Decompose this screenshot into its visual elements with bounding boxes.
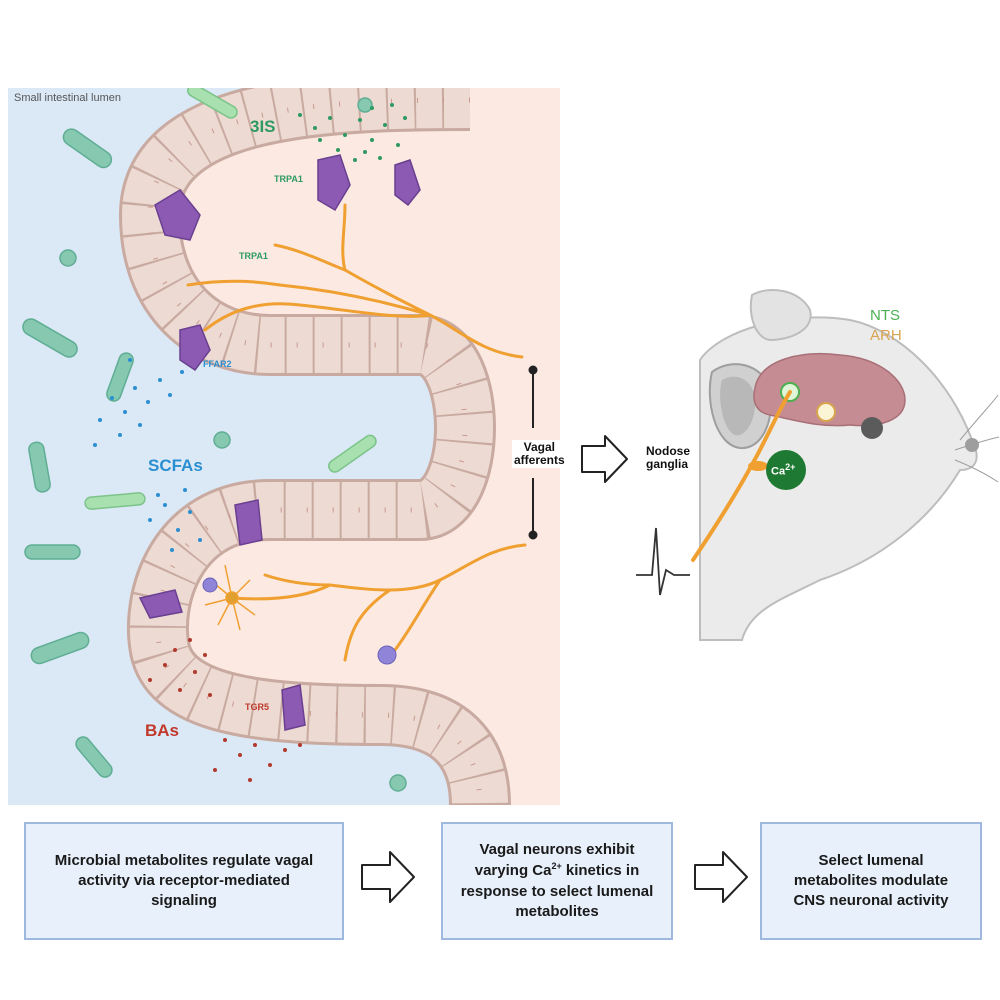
nodose-ganglion <box>748 461 768 471</box>
summary-box-2-text: Vagal neurons exhibit varying Ca2+ kinet… <box>460 841 654 920</box>
lumen-label: Small intestinal lumen <box>14 92 121 104</box>
arh-label: ARH <box>870 327 902 344</box>
summary-box-1: Microbial metabolites regulate vagal act… <box>24 822 344 940</box>
vagal-afferents-label: Vagal afferents <box>512 440 567 469</box>
summary-box-3-text: Select lumenal metabolites modulate CNS … <box>793 851 949 910</box>
nodose-ganglia-label: Nodose ganglia <box>646 444 691 472</box>
bas-label: BAs <box>145 721 180 740</box>
action-potential-trace <box>636 527 690 596</box>
bacteria <box>22 88 407 792</box>
summary-box-2: Vagal neurons exhibit varying Ca2+ kinet… <box>441 822 673 940</box>
mouse-head <box>691 289 1000 641</box>
trpa1-label-top: TRPA1 <box>274 174 303 184</box>
vagal-nerve-fibers <box>186 203 527 662</box>
summary-box-3: Select lumenal metabolites modulate CNS … <box>760 822 982 940</box>
ca-indicator <box>766 450 806 490</box>
enteroendocrine-cells <box>138 154 421 731</box>
ca-label: Ca2+ <box>771 462 796 478</box>
enteric-neuron <box>204 564 256 631</box>
scfas-label: SCFAs <box>148 456 203 475</box>
hollow-arrows <box>361 435 748 903</box>
three-is-dots <box>298 103 407 162</box>
ffar2-label: FFAR2 <box>203 359 232 369</box>
summary-box-1-text: Microbial metabolites regulate vagal act… <box>54 851 314 910</box>
tgr5-label: TGR5 <box>245 702 270 712</box>
ba-dots <box>148 638 302 782</box>
scfa-dots <box>93 358 202 552</box>
trpa1-label-mid: TRPA1 <box>239 251 268 261</box>
vagal-afferents-bracket <box>528 365 538 540</box>
nts-label: NTS <box>870 307 900 324</box>
arh-marker <box>816 402 836 422</box>
three-is-label: 3IS <box>250 117 276 136</box>
brain <box>753 353 906 427</box>
immune-cells <box>202 577 397 665</box>
